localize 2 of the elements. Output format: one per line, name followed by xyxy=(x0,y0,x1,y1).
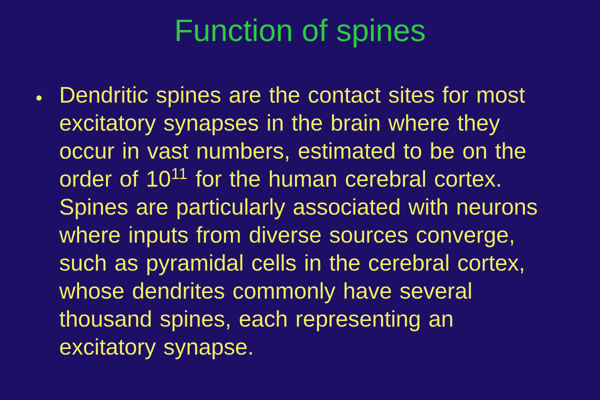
slide-title: Function of spines xyxy=(176,18,425,48)
bullet-text: Dendritic spines are the contact sites for most excitatory synapses in the brain where they occur in vast numbers, estimated to be on the order of 10$^{11}$ for the human cerebral cortex. Spines are particularly associated with neurons where inputs from diverse sources converge, such as pyramidal cells in the cerebral cortex, whose dendrites commonly have several thousand spines, each representing an excitatory synapse. xyxy=(59,86,537,360)
